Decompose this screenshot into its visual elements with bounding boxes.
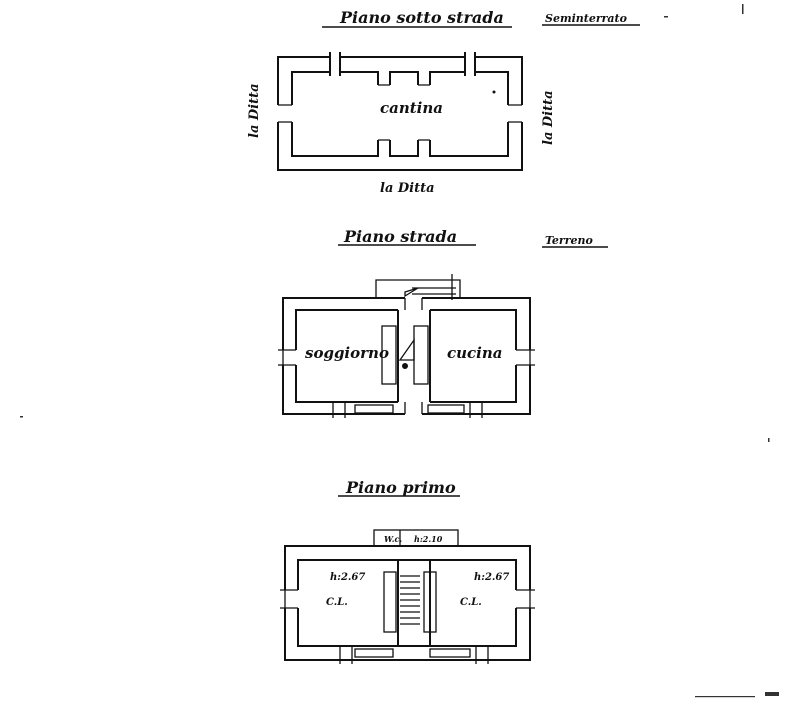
- ground-room-soggiorno: soggiorno: [305, 344, 389, 362]
- first-height-right: h:2.67: [474, 572, 509, 583]
- ground-subtitle: Terreno: [545, 234, 593, 247]
- basement-neighbor-left: la Ditta: [247, 83, 262, 138]
- basement-section: Piano sotto strada Seminterrato cantina …: [247, 8, 640, 196]
- first-title: Piano primo: [345, 478, 456, 497]
- first-room-right: C.L.: [460, 597, 482, 608]
- ground-floor-section: Piano strada Terreno: [278, 227, 608, 418]
- basement-walls: [277, 52, 523, 171]
- first-floor-walls: [280, 529, 535, 664]
- basement-neighbor-right: la Ditta: [541, 90, 556, 145]
- first-floor-section: Piano primo W.c. h:2.: [280, 478, 535, 664]
- first-room-left: C.L.: [326, 597, 348, 608]
- basement-room-cantina: cantina: [380, 99, 443, 117]
- ground-walls: [278, 274, 535, 418]
- ground-room-cucina: cucina: [447, 344, 503, 362]
- basement-title: Piano sotto strada: [339, 8, 504, 27]
- first-wc-label: W.c.: [384, 534, 402, 544]
- scan-marks: [20, 4, 779, 698]
- ground-title: Piano strada: [343, 227, 457, 246]
- basement-subtitle: Seminterrato: [545, 12, 627, 25]
- basement-neighbor-bottom: la Ditta: [380, 181, 435, 196]
- first-wc-height: h:2.10: [414, 534, 443, 544]
- first-height-left: h:2.67: [330, 572, 365, 583]
